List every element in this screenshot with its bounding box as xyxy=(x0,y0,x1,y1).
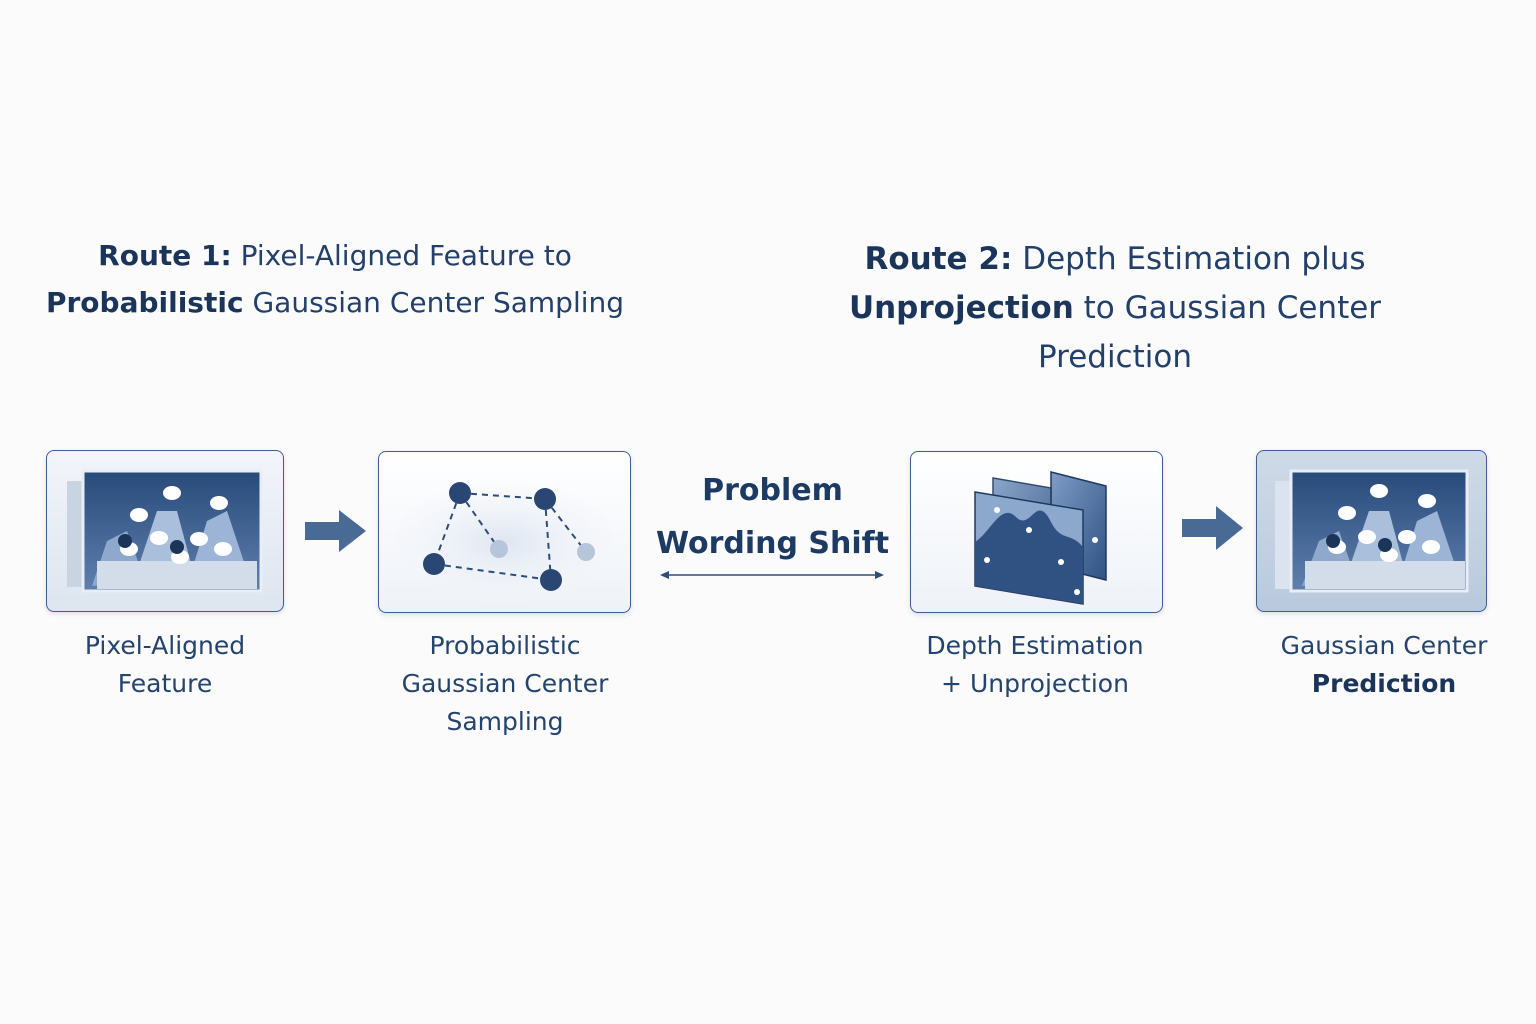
probabilistic-sampling-card xyxy=(378,451,631,613)
problem-wording-shift-label: Problem Wording Shift xyxy=(640,464,905,570)
caption-line: Pixel-Aligned xyxy=(84,631,246,660)
route-2-text-a: Depth Estimation plus xyxy=(1012,241,1366,277)
probabilistic-sampling-caption: Probabilistic Gaussian Center Sampling xyxy=(370,627,640,741)
gaussian-center-prediction-card xyxy=(1256,450,1487,612)
route-1-title: Route 1: Pixel-Aligned Feature to Probab… xyxy=(40,232,630,326)
route-2-emphasis: Unprojection xyxy=(848,290,1074,326)
scene-render-icon xyxy=(67,469,263,593)
caption-line: Depth Estimation xyxy=(926,631,1144,660)
route-2-title: Route 2: Depth Estimation plus Unproject… xyxy=(770,235,1460,382)
pixel-aligned-feature-caption: Pixel-Aligned Feature xyxy=(40,627,290,703)
depth-estimation-caption: Depth Estimation + Unprojection xyxy=(905,627,1165,703)
caption-line: Gaussian Center xyxy=(1280,631,1488,660)
gaussian-center-prediction-caption: Gaussian Center Prediction xyxy=(1262,627,1506,703)
route-1-emphasis: Probabilistic xyxy=(45,286,244,319)
double-arrow-icon xyxy=(660,571,884,579)
caption-line: Feature xyxy=(117,669,213,698)
route-1-text-a: Pixel-Aligned Feature to xyxy=(231,239,572,272)
route-1-label: Route 1: xyxy=(98,239,232,272)
route-2-label: Route 2: xyxy=(864,241,1013,277)
depth-layers-icon xyxy=(974,471,1107,605)
caption-line: Sampling xyxy=(446,707,564,736)
shift-line-2: Wording Shift xyxy=(655,526,890,561)
shift-line-1: Problem xyxy=(702,473,843,508)
caption-line-bold: Prediction xyxy=(1311,669,1457,698)
route-2-text-b: to Gaussian Center Prediction xyxy=(1037,290,1382,375)
caption-line: + Unprojection xyxy=(941,669,1129,698)
arrow-right-icon xyxy=(305,510,366,552)
pixel-aligned-feature-card xyxy=(46,450,284,612)
caption-line: Probabilistic xyxy=(429,631,581,660)
depth-estimation-card xyxy=(910,451,1163,613)
route-1-text-b: Gaussian Center Sampling xyxy=(243,286,625,319)
gaussian-graph-icon xyxy=(394,482,614,602)
caption-line: Gaussian Center xyxy=(401,669,609,698)
arrow-right-icon xyxy=(1182,506,1243,550)
scene-render-icon xyxy=(1275,469,1469,593)
